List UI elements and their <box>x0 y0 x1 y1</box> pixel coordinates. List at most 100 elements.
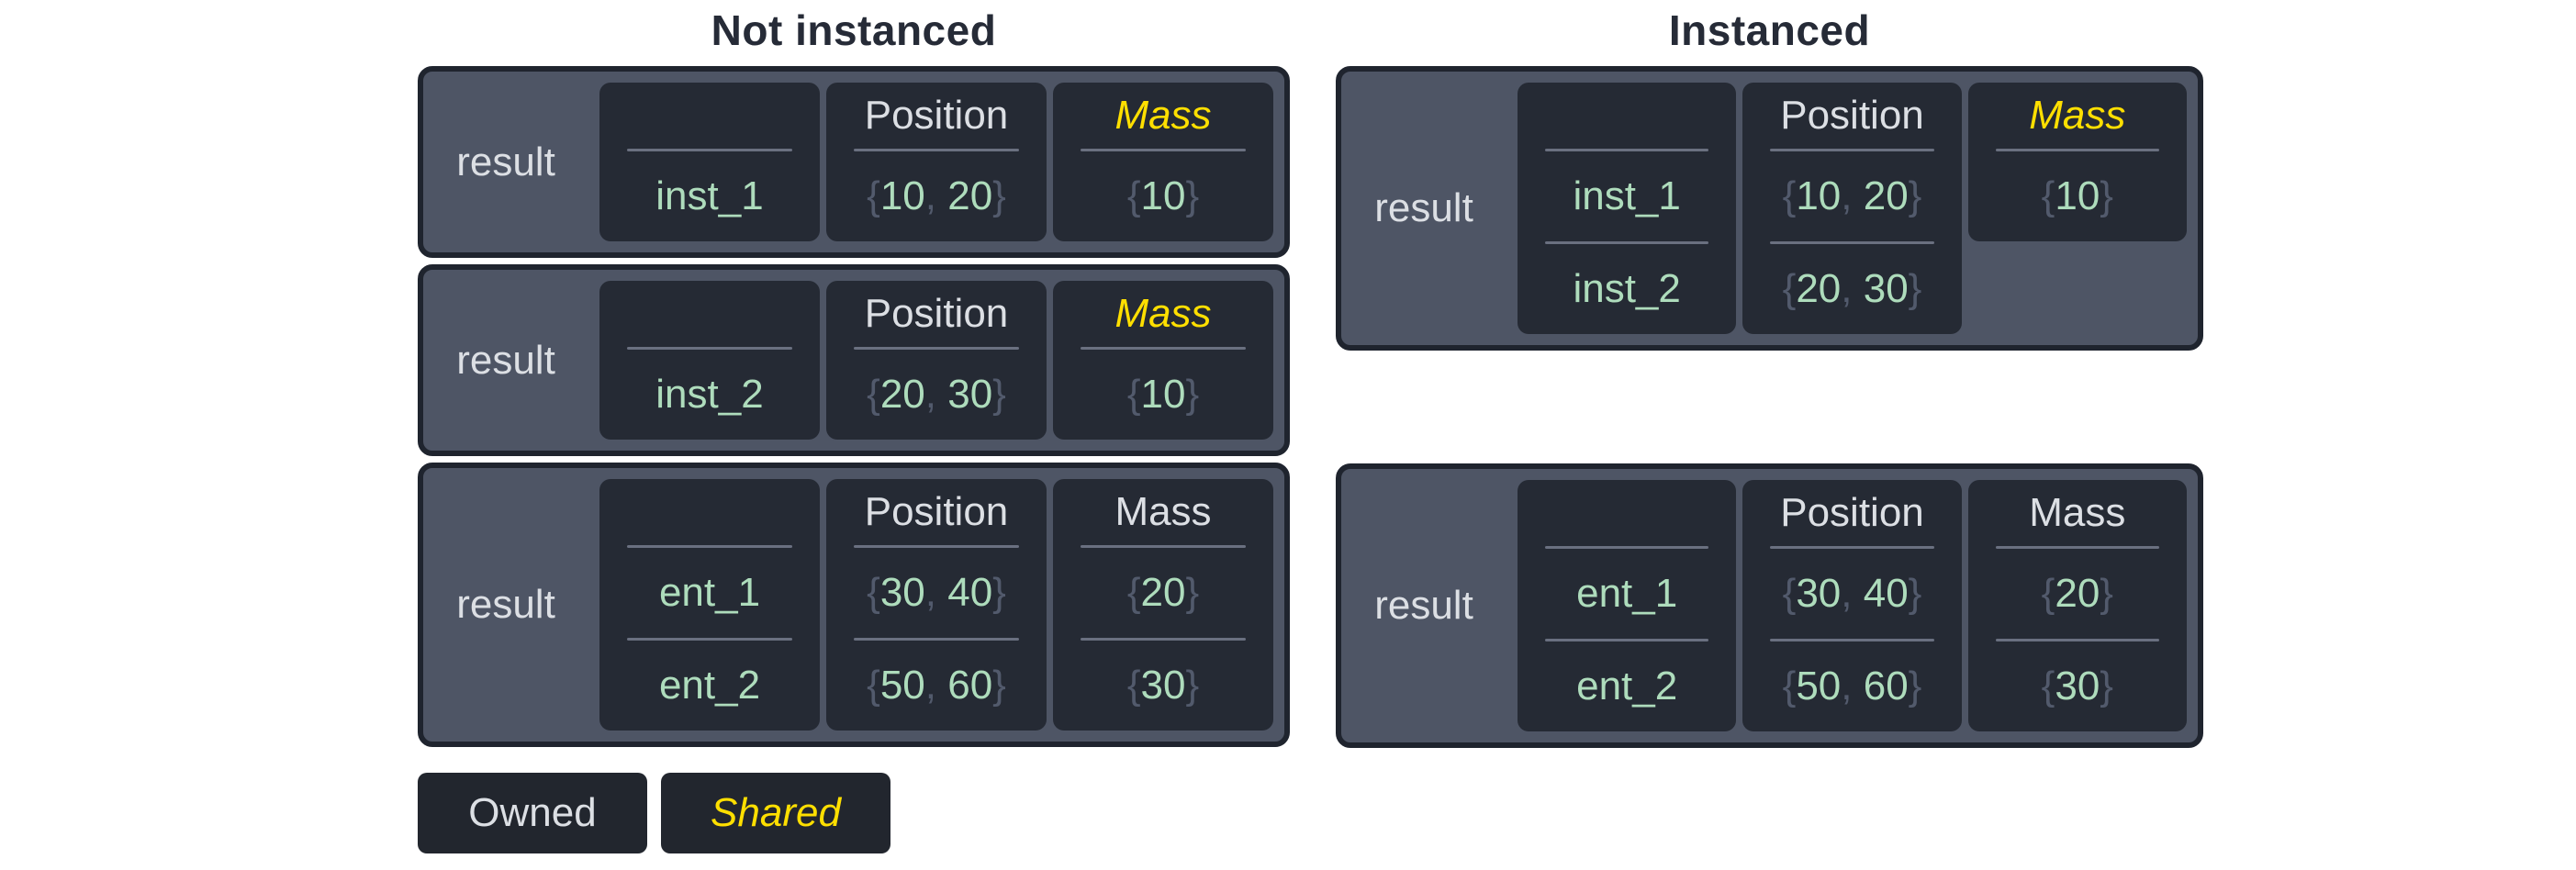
brace-close: } <box>1908 664 1922 708</box>
divider <box>854 347 1019 350</box>
brace-open: { <box>867 570 880 615</box>
brace-open: { <box>867 663 880 708</box>
value-number: 20 <box>1796 266 1842 311</box>
value-separator: , <box>1841 664 1864 708</box>
value-number: 50 <box>1796 664 1842 708</box>
brace-open: { <box>1126 173 1141 218</box>
value-separator: , <box>924 372 948 417</box>
table-cells: ent_1 ent_2 Position {30, 40} {50, 60} M… <box>1506 469 2198 742</box>
instanced-column: Instanced result inst_1 inst_2 Position … <box>1336 0 2203 748</box>
divider <box>1770 241 1934 244</box>
divider <box>1995 639 2159 641</box>
value-number: 30 <box>1863 266 1909 311</box>
not-instanced-title: Not instanced <box>711 6 997 54</box>
brace-close: } <box>2100 173 2113 218</box>
mass-column: Mass {10} <box>1053 83 1273 241</box>
entity-name: inst_2 <box>655 372 764 417</box>
entity-column-header <box>1518 480 1736 546</box>
brace-close: } <box>1185 570 1200 615</box>
position-column: Position {30, 40} {50, 60} <box>1742 480 1962 731</box>
value-number: 10 <box>1796 173 1842 218</box>
entity-column-header <box>599 281 820 347</box>
mass-column: Mass {20} {30} <box>1967 480 2187 731</box>
value-separator: , <box>1841 266 1864 311</box>
result-label: result <box>456 582 555 627</box>
position-value: {10, 20} <box>826 151 1047 241</box>
position-column: Position {30, 40} {50, 60} <box>826 479 1047 731</box>
mass-column-header: Mass <box>1114 291 1212 336</box>
entity-name: inst_2 <box>1573 266 1681 311</box>
position-column-header: Position <box>864 489 1009 534</box>
position-column: Position {10, 20} {20, 30} <box>1742 83 1962 334</box>
value-number: 30 <box>2055 664 2100 708</box>
divider <box>627 545 792 548</box>
divider <box>854 638 1019 641</box>
brace-open: { <box>1782 173 1797 218</box>
divider <box>1770 639 1934 641</box>
value-number: 20 <box>1863 173 1909 218</box>
brace-close: } <box>1185 372 1200 417</box>
divider <box>1545 546 1709 549</box>
table-cells: inst_2 Position {20, 30} Mass {10} <box>588 270 1284 451</box>
position-value: {20, 30} <box>1742 244 1961 334</box>
value-number: 20 <box>879 372 925 417</box>
table-cells: inst_1 Position {10, 20} Mass {10} <box>588 72 1284 252</box>
brace-close: } <box>2100 664 2113 708</box>
position-value: {10, 20} <box>1742 151 1961 241</box>
legend-owned-chip: Owned <box>418 773 647 853</box>
divider <box>1995 546 2159 549</box>
mass-column-header: Mass <box>2029 490 2126 535</box>
brace-open: { <box>1782 664 1797 708</box>
brace-close: } <box>992 663 1006 708</box>
position-value: {30, 40} <box>1742 549 1961 639</box>
entity-name: ent_1 <box>1576 571 1678 616</box>
entity-column: inst_2 <box>599 281 820 440</box>
brace-open: { <box>1126 570 1141 615</box>
divider <box>1545 149 1709 151</box>
brace-open: { <box>2041 664 2055 708</box>
result-label: result <box>456 337 555 383</box>
value-number: 10 <box>879 173 925 218</box>
divider <box>627 638 792 641</box>
position-column: Position {20, 30} <box>826 281 1047 440</box>
result-label: result <box>456 139 555 184</box>
mass-column-header: Mass <box>1114 93 1212 138</box>
brace-close: } <box>2100 571 2113 616</box>
entity-column: inst_1 <box>599 83 820 241</box>
value-number: 10 <box>1140 173 1186 218</box>
value-number: 60 <box>947 663 993 708</box>
divider <box>854 149 1019 151</box>
brace-close: } <box>1185 173 1200 218</box>
mass-value: {30} <box>1053 641 1273 731</box>
position-column-header: Position <box>864 93 1009 138</box>
brace-open: { <box>2041 571 2055 616</box>
value-separator: , <box>924 570 948 615</box>
divider <box>1545 639 1709 641</box>
mass-value: {10} <box>1053 151 1273 241</box>
mass-value: {30} <box>1968 641 2187 731</box>
position-value: {30, 40} <box>826 548 1047 638</box>
value-number: 20 <box>2055 571 2100 616</box>
value-number: 10 <box>1140 372 1186 417</box>
divider <box>1770 149 1934 151</box>
brace-close: } <box>1185 663 1200 708</box>
position-column: Position {10, 20} <box>826 83 1047 241</box>
value-number: 30 <box>947 372 993 417</box>
position-value: {50, 60} <box>826 641 1047 731</box>
value-separator: , <box>1841 173 1864 218</box>
divider <box>1081 545 1246 548</box>
divider <box>627 347 792 350</box>
value-number: 40 <box>1863 571 1909 616</box>
mass-column-shared-single: Mass {10} <box>1967 83 2187 241</box>
value-number: 30 <box>1140 663 1186 708</box>
value-number: 40 <box>947 570 993 615</box>
divider <box>627 149 792 151</box>
value-separator: , <box>924 663 948 708</box>
entity-name: inst_1 <box>1573 173 1681 218</box>
value-number: 50 <box>879 663 925 708</box>
entity-column: ent_1 ent_2 <box>599 479 820 731</box>
legend-shared-chip: Shared <box>661 773 890 853</box>
value-separator: , <box>924 173 948 218</box>
brace-close: } <box>1908 266 1922 311</box>
